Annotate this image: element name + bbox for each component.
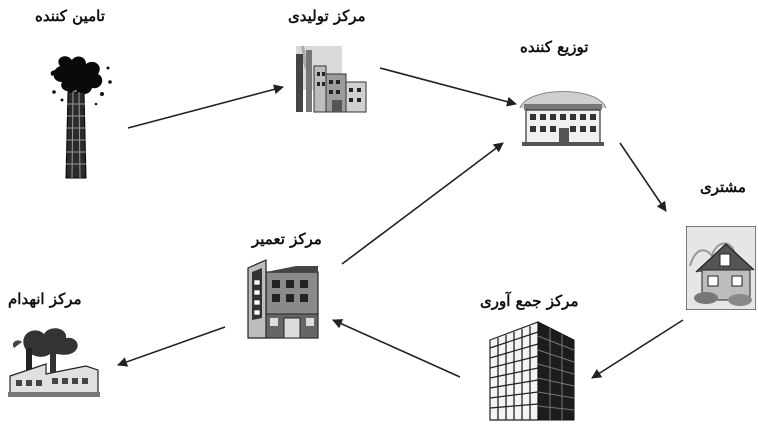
- factory-icon: [296, 45, 367, 113]
- arrow-customer-to-collection: [591, 319, 684, 379]
- house-icon: [686, 226, 756, 310]
- arrow-collection-to-repair: [332, 319, 461, 378]
- label-distributor: توزیع کننده: [520, 38, 589, 56]
- arrow-manufacturing-to-distributor: [379, 67, 517, 107]
- warehouse-icon: [519, 91, 607, 146]
- arrow-repair-to-disposal: [117, 326, 226, 367]
- label-collection: مرکز جمع آوری: [480, 292, 579, 310]
- arrow-repair-to-distributor: [341, 142, 504, 265]
- office-building-icon: [489, 321, 575, 421]
- smokestack-smoke-icon: [50, 56, 112, 179]
- label-manufacturing: مرکز تولیدی: [288, 7, 366, 25]
- label-supplier: تامین کننده: [35, 7, 105, 25]
- label-repair: مرکز تعمیر: [252, 230, 322, 248]
- arrow-distributor-to-customer: [619, 142, 667, 212]
- arrow-supplier-to-manufacturing: [127, 84, 284, 129]
- label-disposal: مرکز انهدام: [8, 290, 82, 308]
- polluting-plant-icon: [8, 328, 100, 397]
- buildings-icon: [247, 259, 319, 339]
- label-customer: مشتری: [700, 178, 746, 196]
